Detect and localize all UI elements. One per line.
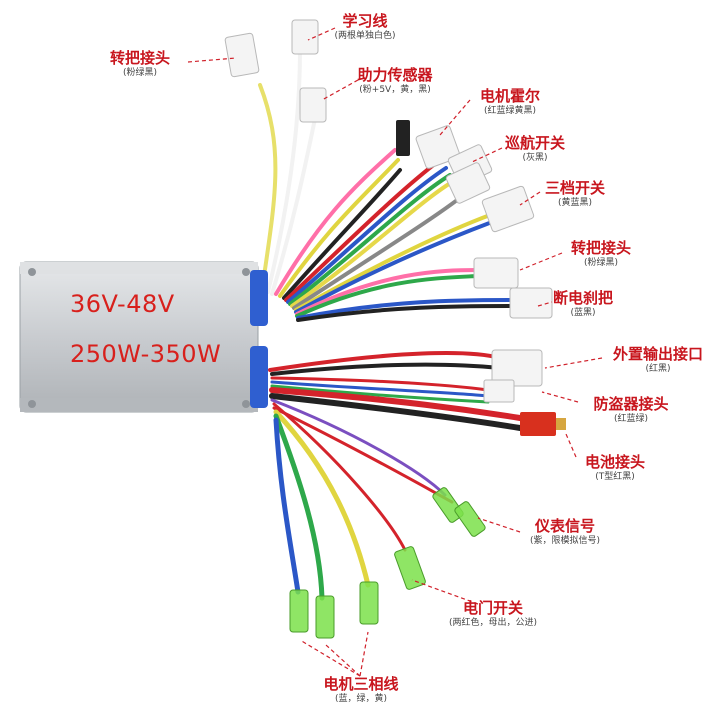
white-connectors — [224, 19, 553, 403]
green-terminals — [289, 487, 486, 639]
lower-wire-bundle — [268, 351, 523, 601]
label-motor-phase-wires: 电机三相线(蓝，绿，黄) — [323, 675, 399, 705]
label-throttle-plug-side: 转把接头(粉绿黑) — [570, 239, 631, 269]
t-plug — [520, 412, 566, 436]
label-anti-theft: 防盗器接头(红蓝绿) — [593, 395, 669, 425]
label-ignition-switch: 电门开关(两红色，母出，公进) — [448, 599, 538, 629]
label-battery-plug: 电池接头(T型红黑) — [584, 453, 645, 483]
label-brake-cutoff: 断电刹把(蓝黑) — [552, 289, 613, 319]
upper-wire-bundle — [258, 48, 514, 322]
label-learn-wire: 学习线(两根单独白色) — [334, 12, 396, 42]
controller-housing — [19, 261, 268, 413]
label-motor-hall: 电机霍尔(红蓝绿黄黑) — [479, 87, 540, 117]
black-connector — [396, 120, 410, 156]
label-assist-sensor: 助力传感器(粉+5V，黄，黑) — [357, 66, 433, 96]
label-meter-signal: 仪表信号(紫，限模拟信号) — [529, 517, 601, 547]
label-cruise-switch: 巡航开关(灰黑) — [504, 134, 565, 164]
label-external-output: 外置输出接口(红黑) — [612, 345, 703, 375]
leader-lines — [187, 27, 603, 677]
controller-voltage-text: 36V-48V — [70, 290, 175, 318]
controller-power-text: 250W-350W — [70, 340, 222, 368]
label-throttle-plug-top: 转把接头(粉绿黑) — [109, 49, 170, 79]
label-three-speed-switch: 三档开关(黄蓝黑) — [544, 179, 605, 209]
